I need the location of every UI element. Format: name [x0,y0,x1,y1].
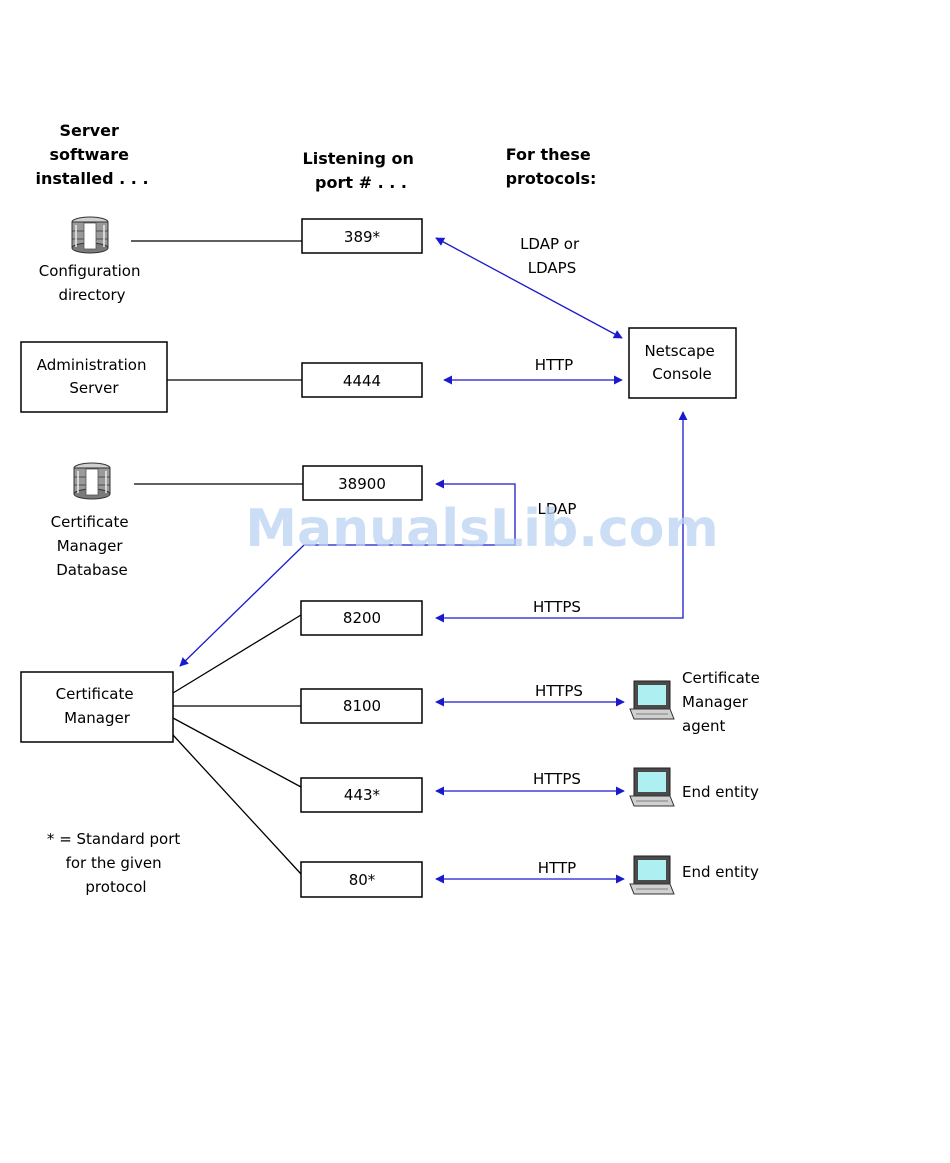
ldap-ldaps-label: LDAP or LDAPS [520,235,584,277]
https-8200-label: HTTPS [533,598,581,616]
port-8100-box [300,688,423,724]
configuration-directory-line-2: directory [58,286,125,304]
port-38900-label: 38900 [338,475,386,493]
end-entity-2-label: End entity [682,863,759,881]
header-server-line-2: software [49,145,129,164]
netscape-console-line-1: Netscape [644,342,714,360]
cm-database-line-3: Database [56,561,128,579]
manualslib-watermark: ManualsLib.com [245,499,718,559]
header-listening-on: Listening on port # . . . [303,149,420,192]
ldap-ldaps-line-1: LDAP or [520,235,580,253]
cm-database-icon [73,462,111,500]
cm-to-port-80-line [172,734,302,875]
port-8200-box [300,600,423,636]
port-443-box [300,777,423,813]
end-entity-2-computer-icon [629,855,675,895]
certificate-manager-line-2: Manager [64,709,131,727]
port-4444-box [301,362,423,398]
administration-server-label: Administration Server [37,356,152,397]
administration-server-line-2: Server [69,379,119,397]
header-server-line-3: installed . . . [35,169,148,188]
port-4444-label: 4444 [343,372,381,390]
certificate-manager-label: Certificate Manager [56,685,139,727]
port-8100-label: 8100 [343,697,381,715]
footnote-line-2: for the given [66,854,162,872]
netscape-console-box [628,327,737,399]
cm-to-port-8200-line [172,614,302,694]
port-443-label: 443* [344,786,381,804]
cm-database-line-2: Manager [57,537,124,555]
configuration-directory-line-1: Configuration [39,262,141,280]
header-listening-line-1: Listening on [303,149,414,168]
header-protocols: For these protocols: [506,145,597,188]
cm-agent-line-2: Manager [682,693,749,711]
header-protocols-line-2: protocols: [506,169,597,188]
cm-database-label: Certificate Manager Database [51,513,134,579]
cm-to-port-443-line [172,717,302,788]
cm-agent-line-3: agent [682,717,725,735]
header-listening-line-2: port # . . . [315,173,407,192]
administration-server-box [20,341,168,413]
end-entity-1-computer-icon [629,767,675,807]
http-80-label: HTTP [538,859,576,877]
standard-port-footnote: * = Standard port for the given protocol [47,830,185,896]
port-389-label: 389* [344,228,381,246]
header-server-software: Server software installed . . . [35,121,148,188]
netscape-console-label: Netscape Console [644,342,719,383]
port-389-box [301,218,423,254]
cm-database-line-1: Certificate [51,513,129,531]
cm-agent-label: Certificate Manager agent [682,669,765,735]
header-server-line-1: Server [59,121,119,140]
https-8200-console-arrow [435,411,688,623]
configuration-directory-database-icon [71,216,109,254]
https-443-label: HTTPS [533,770,581,788]
http-console-label: HTTP [535,356,573,374]
end-entity-1-label: End entity [682,783,759,801]
port-80-label: 80* [349,871,376,889]
netscape-console-line-2: Console [652,365,712,383]
port-8200-label: 8200 [343,609,381,627]
certificate-manager-box [20,671,174,743]
ldap-ldaps-line-2: LDAPS [528,259,576,277]
configuration-directory-label: Configuration directory [39,262,146,304]
footnote-line-1: * = Standard port [47,830,180,848]
certificate-manager-line-1: Certificate [56,685,134,703]
footnote-line-3: protocol [85,878,146,896]
port-80-box [300,861,423,898]
cm-agent-line-1: Certificate [682,669,760,687]
header-protocols-line-1: For these [506,145,591,164]
https-8100-label: HTTPS [535,682,583,700]
ldap-ldaps-arrow [435,237,623,339]
administration-server-line-1: Administration [37,356,147,374]
cm-agent-computer-icon [629,680,675,720]
